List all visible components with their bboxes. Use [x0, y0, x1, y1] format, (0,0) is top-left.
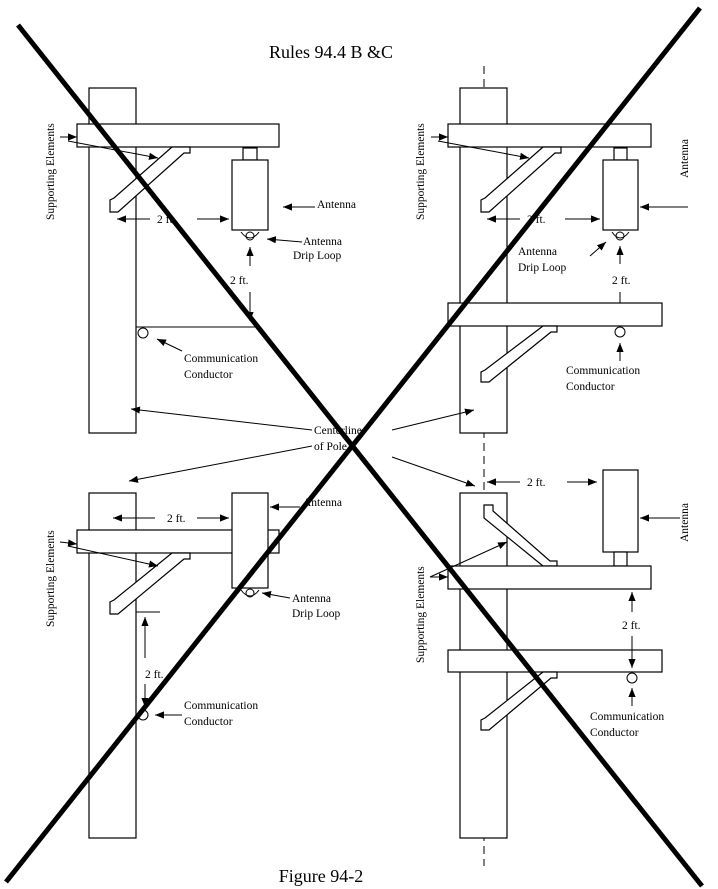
dimension-label: 2 ft. [527, 477, 546, 489]
drip-loop [240, 589, 260, 597]
antenna-mount [613, 147, 628, 161]
antenna [602, 469, 639, 553]
dimension-label: 2 ft. [145, 669, 164, 681]
antenna-mount [242, 147, 258, 161]
lower-crossarm [447, 649, 663, 673]
brace [109, 146, 191, 213]
comm-label: Conductor [184, 369, 233, 381]
diagram-title: Rules 94.4 B &C [269, 42, 393, 62]
drip-loop-label: Antenna [292, 593, 331, 605]
crossarm [447, 565, 652, 590]
panel-bottom-right: 2 ft. Antenna 2 ft. Communication Conduc… [415, 469, 691, 839]
centerline-label: of Pole [314, 441, 347, 453]
drip-loop-label: Drip Loop [293, 250, 341, 262]
dimension-label: 2 ft. [612, 275, 631, 287]
communication-conductor [614, 326, 626, 338]
antenna-label: Antenna [679, 503, 691, 542]
drip-loop [611, 231, 630, 239]
drip-loop [240, 231, 260, 239]
panel-bottom-left: 2 ft. Antenna Antenna Drip Loop 2 ft. Co… [45, 492, 342, 839]
drip-loop-label: Antenna [303, 236, 342, 248]
brace [480, 325, 558, 383]
figure-caption: Figure 94-2 [279, 866, 364, 886]
comm-label: Communication [590, 711, 664, 723]
supporting-elements-label: Supporting Elements [45, 123, 57, 220]
supporting-elements-label: Supporting Elements [415, 566, 427, 663]
comm-label: Communication [566, 365, 640, 377]
panel-top-left: Antenna 2 ft. Antenna Drip Loop 2 ft. Co… [45, 87, 356, 434]
comm-label: Conductor [184, 716, 233, 728]
antenna [231, 159, 269, 231]
cross-out-line [16, 23, 704, 888]
panel-top-right: Antenna 2 ft. Antenna Drip Loop 2 ft. Co… [415, 87, 691, 434]
comm-label: Conductor [566, 381, 615, 393]
antenna-label: Antenna [303, 497, 342, 509]
brace [480, 146, 562, 213]
crossarm [447, 123, 652, 148]
drip-loop-label: Antenna [518, 246, 557, 258]
comm-label: Communication [184, 353, 258, 365]
supporting-elements-label: Supporting Elements [45, 530, 57, 627]
lower-crossarm [447, 302, 663, 327]
brace [483, 504, 558, 567]
antenna-label: Antenna [679, 139, 691, 178]
antenna [602, 159, 639, 231]
communication-conductor [626, 672, 638, 684]
drip-loop-label: Drip Loop [518, 262, 566, 274]
antenna-mount [613, 551, 628, 567]
brace [109, 552, 191, 615]
dimension-label: 2 ft. [230, 275, 249, 287]
comm-label: Communication [184, 700, 258, 712]
dimension-label: 2 ft. [167, 513, 186, 525]
cross-out-line [4, 6, 702, 884]
communication-conductor [137, 327, 149, 339]
centerline-callout: Centerline of Pole [128, 406, 476, 487]
supporting-elements-label: Supporting Elements [415, 123, 427, 220]
comm-label: Conductor [590, 727, 639, 739]
drip-loop-label: Drip Loop [292, 608, 340, 620]
dimension-label: 2 ft. [622, 620, 641, 632]
brace [480, 671, 558, 731]
antenna-label: Antenna [317, 199, 356, 211]
